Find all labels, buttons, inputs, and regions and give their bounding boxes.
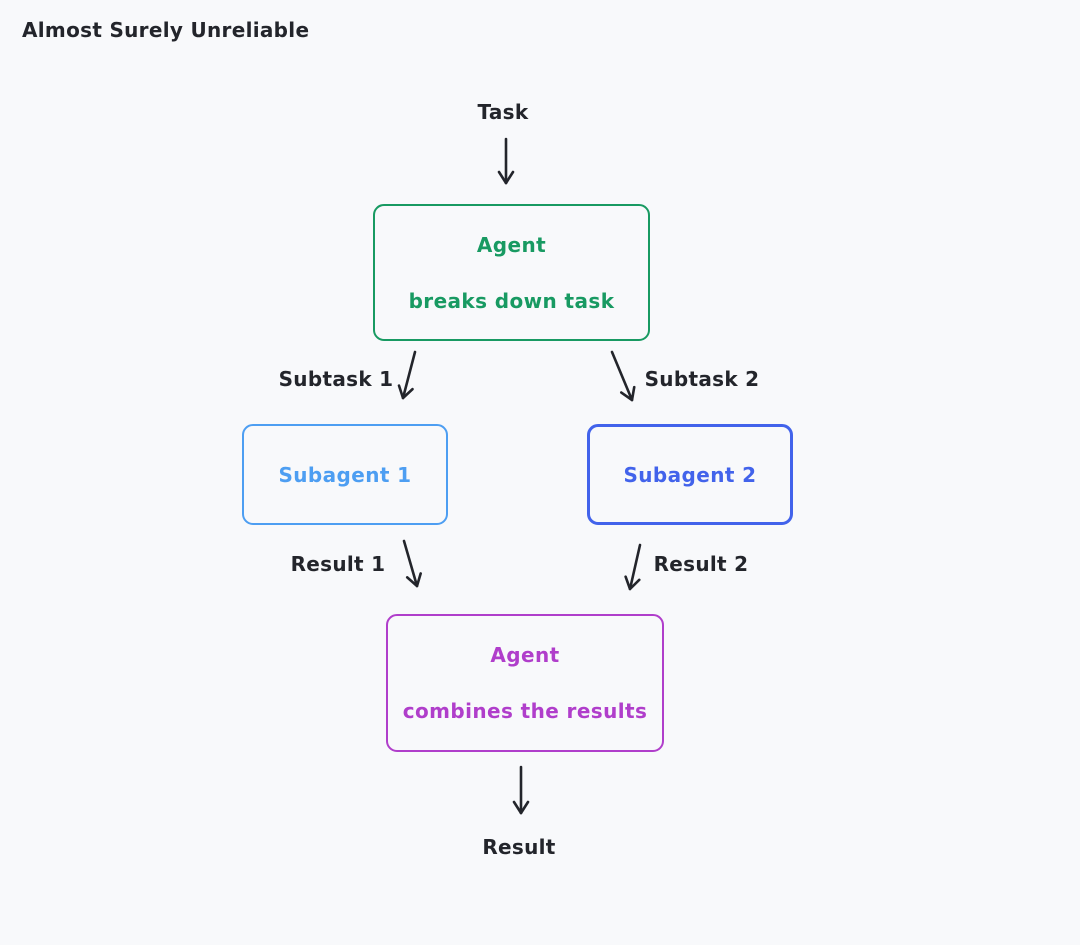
subtask2-edge-label: Subtask 2 [644,367,760,391]
task-label: Task [477,100,529,124]
subagent2-node: Subagent 2 [587,424,793,525]
arrow-subagent1-to-combiner [402,539,422,588]
subagent2-label: Subagent 2 [623,462,757,487]
arrow-subagent2-to-combiner [624,543,642,591]
agent-combine-node: Agent combines the results [386,614,664,752]
arrow-agent-to-subagent2 [610,350,636,402]
subagent1-node: Subagent 1 [242,424,448,525]
agent-breakdown-title: Agent [476,232,547,257]
agent-breakdown-node: Agent breaks down task [373,204,650,341]
arrow-agent-to-subagent1 [397,350,417,400]
result2-edge-label: Result 2 [653,552,749,576]
subagent1-label: Subagent 1 [278,462,412,487]
result1-edge-label: Result 1 [290,552,386,576]
result-label: Result [482,835,556,859]
agent-combine-subtitle: combines the results [402,699,648,723]
subtask1-edge-label: Subtask 1 [278,367,394,391]
page-title: Almost Surely Unreliable [22,18,310,42]
agent-breakdown-subtitle: breaks down task [408,288,615,313]
agent-combine-title: Agent [490,643,560,667]
